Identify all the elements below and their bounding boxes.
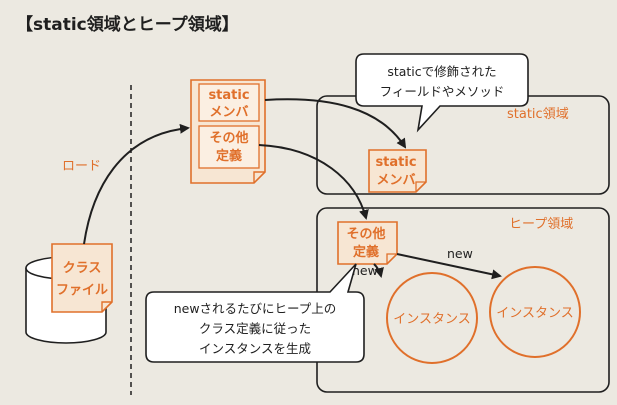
heap-def-label-2: 定義	[352, 244, 379, 260]
class-doc-static-1: static	[208, 88, 249, 103]
instance-label-2: インスタンス	[496, 306, 573, 321]
class-file-document: クラス ファイル	[51, 243, 113, 313]
class-doc-def-1: その他	[209, 130, 248, 146]
static-area-label: static領域	[507, 106, 569, 122]
callout-top-line-1: staticで修飾された	[387, 64, 496, 79]
static-copy-arrow	[264, 98, 407, 149]
new-arrow-2	[396, 253, 502, 280]
load-label: ロード	[62, 159, 101, 174]
heap-area-label: ヒープ領域	[509, 216, 573, 232]
callout-new-instances: newされるたびにヒープ上の クラス定義に従った インスタンスを生成	[145, 263, 365, 363]
class-file-label-1: クラス	[63, 261, 102, 276]
instance-circle-1	[386, 272, 478, 364]
callout-bottom-line-1: newされるたびにヒープ上の	[174, 301, 337, 316]
new-arrow-1	[373, 263, 384, 278]
instance-label-1: インスタンス	[393, 312, 470, 327]
callout-top-line-2: フィールドやメソッド	[380, 84, 505, 99]
diagram-title: 【static領域とヒープ領域】	[16, 14, 239, 35]
class-document: static メンバ その他 定義	[190, 79, 266, 184]
def-copy-arrow	[258, 144, 369, 220]
load-arrow	[83, 123, 190, 245]
class-doc-def-2: 定義	[215, 148, 242, 164]
new-label-2: new	[447, 246, 473, 261]
new-label-1: new	[352, 263, 378, 278]
static-member-label-1: static	[375, 155, 416, 170]
class-doc-static-box	[198, 83, 260, 122]
instance-circle-2	[489, 266, 581, 358]
class-file-label-2: ファイル	[56, 283, 108, 298]
callout-bottom-line-2: クラス定義に従った	[199, 321, 311, 336]
static-member-label-2: メンバ	[376, 173, 415, 188]
callout-bottom-line-3: インスタンスを生成	[199, 341, 311, 356]
heap-def-document: その他 定義	[337, 221, 398, 265]
class-doc-def-box	[198, 125, 260, 169]
class-doc-static-2: メンバ	[209, 105, 248, 120]
heap-def-label-1: その他	[346, 226, 385, 242]
callout-static-members: staticで修飾された フィールドやメソッド	[355, 53, 529, 133]
static-member-document: static メンバ	[368, 149, 427, 193]
